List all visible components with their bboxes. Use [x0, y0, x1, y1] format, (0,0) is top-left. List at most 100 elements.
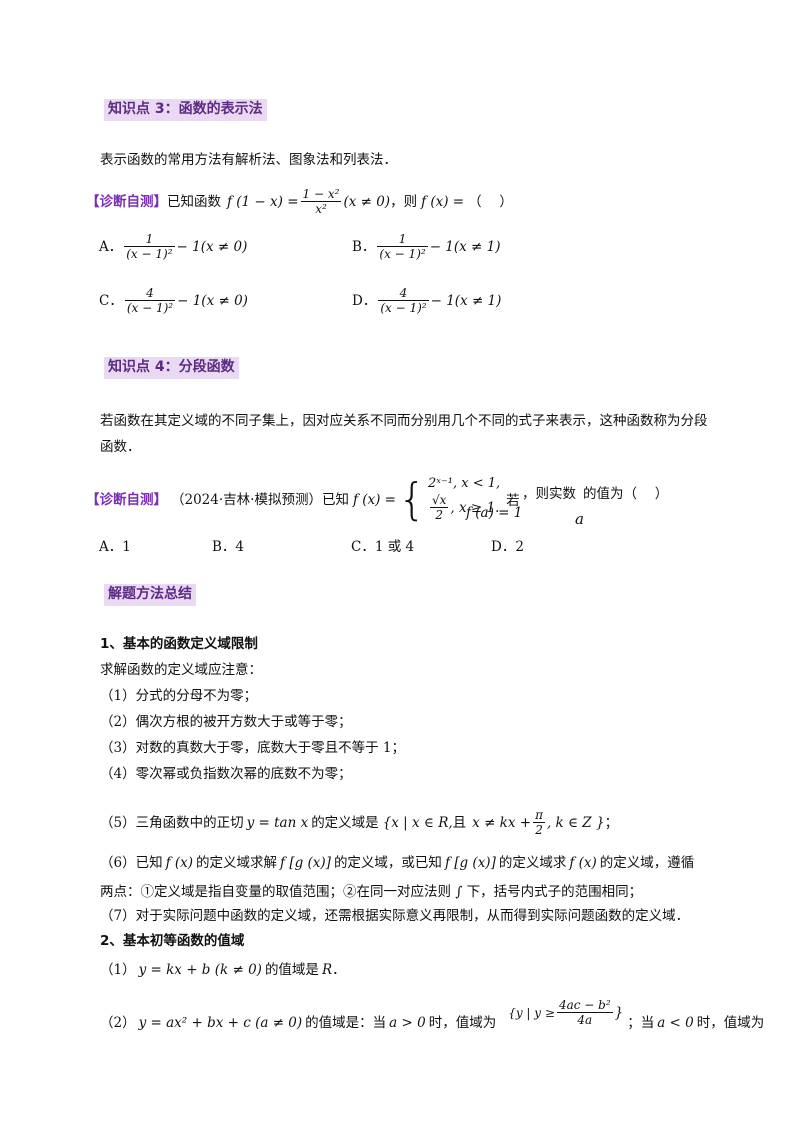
v2-set: {y | y ≥ [508, 1005, 555, 1020]
section3-body: 表示函数的常用方法有解析法、图象法和列表法． [100, 152, 397, 168]
v2-text-3: ；当 [627, 1014, 655, 1031]
rule-item-7: （7）对于实际问题中函数的定义域，还需根据实际意义再限制，从而得到实际问题函数的… [100, 908, 690, 924]
variable-a: a [575, 510, 584, 528]
range-item-2: （2） y = ax² + bx + c (a ≠ 0) 的值域是：当 a > … [100, 997, 765, 1046]
option-numerator: 1 [124, 232, 175, 248]
rule-item: （4）零次幂或负指数次幂的底数不为零； [100, 766, 352, 782]
set-notation: {x | x ∈ R, [382, 814, 453, 831]
item6-f: f (x) [165, 854, 194, 871]
answer-blank: （ ） [468, 193, 513, 210]
v2-denominator: 4a [577, 1012, 593, 1027]
option-letter: B． [352, 239, 376, 256]
piecewise-condition: f (a) = 1 [466, 505, 523, 521]
function-condition: (x ≠ 0) [343, 193, 391, 210]
option-tail: − 1(x ≠ 1) [430, 293, 502, 310]
v2-close: } [614, 1004, 624, 1021]
option-a: A．1 [99, 539, 131, 555]
item6-fg: f [g (x)] [280, 854, 331, 871]
diag-tag: 【诊断自测】 [86, 491, 167, 508]
v2-cond1: a > 0 [389, 1014, 426, 1031]
option-a: A． 1(x − 1)² − 1(x ≠ 0) [99, 232, 247, 263]
option-b: B．4 [212, 539, 245, 555]
v1-R: R [321, 962, 333, 978]
set-condition: x ≠ kx + [472, 814, 532, 831]
rule-item: （2）偶次方根的被开方数大于或等于零； [100, 714, 352, 730]
case-denominator: 2 [435, 508, 444, 523]
option-letter: C． [99, 293, 123, 310]
option-tail: − 1(x ≠ 0) [176, 239, 248, 256]
v2-text: 的值域是：当 [305, 1014, 387, 1031]
item5-text: （5）三角函数中的正切 [100, 814, 244, 831]
rule-item-5: （5）三角函数中的正切 y = tan x 的定义域是 {x | x ∈ R, … [100, 800, 618, 846]
ask-text-2: 的值为（ ） [583, 486, 669, 502]
item6-text-5: 的定义域，遵循 [599, 854, 695, 871]
v2-text-4: 时，值域为 [696, 1014, 765, 1031]
section4-heading: 知识点 4：分段函数 [104, 357, 239, 379]
section3-heading: 知识点 3：函数的表示法 [104, 99, 267, 121]
option-denominator: (x − 1)² [126, 301, 174, 316]
set-end: , k ∈ Z } [546, 814, 605, 831]
v1-text: 的值域是 [264, 962, 319, 978]
option-letter: D． [352, 293, 377, 310]
option-numerator: 1 [377, 232, 428, 248]
case-two-tail: , x ≥ 1. [450, 499, 500, 516]
option-numerator: 4 [378, 286, 429, 302]
section4-body: 若函数在其定义域的不同子集上，因对应关系不同而分别用几个不同的式子来表示，这种函… [100, 413, 708, 455]
v2-label: （2） [100, 1014, 136, 1031]
section4-question: 【诊断自测】 （2024·吉林·模拟预测）已知 f (x) = { 2ˣ⁻¹, … [86, 470, 520, 530]
item5-text-2: 的定义域是 [311, 814, 379, 831]
option-d: D．2 [491, 539, 524, 555]
summary-sub1: 1、基本的函数定义域限制 [100, 636, 258, 652]
option-tail: − 1(x ≠ 0) [177, 293, 248, 310]
if-word: 若 [506, 492, 520, 509]
ask-function: f (x) = [421, 193, 465, 210]
function-fraction: 1 − x² x² [300, 186, 342, 218]
ask-text: ，则 [390, 193, 418, 210]
diag-text: 已知函数 [167, 193, 221, 210]
section3-question: 【诊断自测】 已知函数 f (1 − x) = 1 − x² x² (x ≠ 0… [86, 182, 513, 222]
item6-text: （6）已知 [100, 854, 163, 871]
case-one: 2ˣ⁻¹, x < 1, [428, 476, 501, 492]
v1-equation: y = kx + b (k ≠ 0) [138, 962, 262, 978]
option-c: C． 4(x − 1)² − 1(x ≠ 0) [99, 286, 248, 317]
rule-item-6-line2: 两点：①定义域是指自变量的取值范围；②在同一对应法则 ∫ 下，括号内式子的范围相… [100, 884, 643, 900]
v2-cond2: a < 0 [657, 1014, 694, 1031]
option-b: B． 1(x − 1)² − 1(x ≠ 1) [352, 232, 501, 263]
option-denominator: (x − 1)² [380, 301, 427, 316]
fraction-denominator: x² [315, 201, 327, 216]
question-source: （2024·吉林·模拟预测）已知 [171, 491, 349, 508]
function-lhs: f (1 − x) = [227, 193, 299, 210]
option-numerator: 4 [124, 286, 176, 302]
and-word: 且 [452, 814, 467, 831]
option-letter: A． [99, 239, 123, 256]
pi-denominator: 2 [535, 822, 543, 837]
summary-heading: 解题方法总结 [104, 584, 196, 606]
v1-end: ． [332, 962, 346, 978]
ask-text: ，则实数 [522, 486, 576, 502]
item6-text-2: 的定义域求解 [196, 854, 278, 871]
fraction-numerator: 1 − x² [300, 186, 342, 202]
diag-tag: 【诊断自测】 [86, 193, 167, 210]
option-denominator: (x − 1)² [126, 247, 173, 262]
semicolon: ； [604, 814, 619, 831]
rule-item: （1）分式的分母不为零； [100, 688, 258, 704]
case-numerator: √x [430, 492, 449, 509]
summary-sub2: 2、基本初等函数的值域 [100, 933, 245, 949]
brace-icon: { [398, 474, 426, 525]
option-denominator: (x − 1)² [379, 247, 426, 262]
piecewise-lhs: f (x) = [352, 491, 396, 508]
item6-text-3: 的定义域，或已知 [333, 854, 442, 871]
item6-f-2: f (x) [569, 854, 597, 871]
summary-intro: 求解函数的定义域应注意： [100, 662, 262, 678]
item6-text-4: 的定义域求 [498, 854, 567, 871]
tan-equation: y = tan x [246, 814, 309, 831]
v2-numerator: 4ac − b² [556, 997, 613, 1013]
v1-label: （1） [100, 962, 136, 978]
option-tail: − 1(x ≠ 1) [429, 239, 501, 256]
item6-fg-2: f [g (x)] [444, 854, 496, 871]
v2-equation: y = ax² + bx + c (a ≠ 0) [138, 1014, 303, 1031]
rule-item: （3）对数的真数大于零，底数大于零且不等于 1； [100, 740, 405, 756]
pi-numerator: π [533, 807, 545, 823]
